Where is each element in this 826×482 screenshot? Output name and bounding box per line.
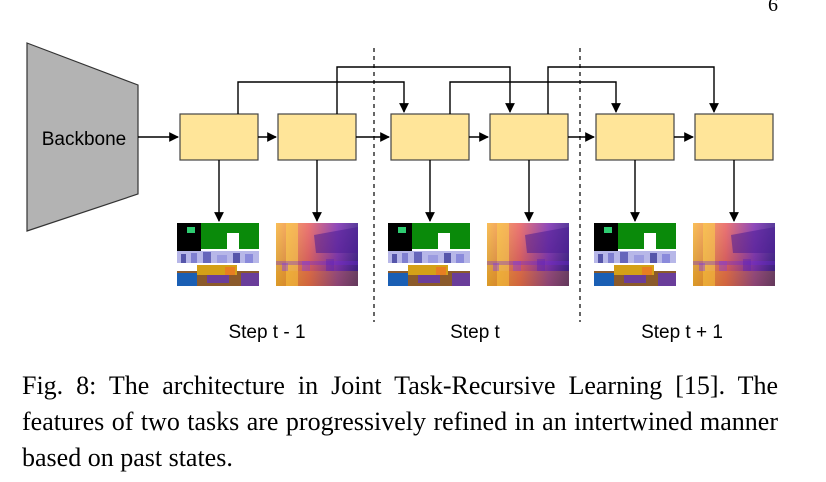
- skip-depth-t-to-depth-t-plus-1: [547, 66, 719, 114]
- depth-output-t-plus-1: [693, 223, 775, 286]
- jtrl-architecture-diagram: Backbone Step t - 1 Step t Step t + 1: [26, 42, 775, 343]
- segmentation-output-t: [388, 223, 470, 286]
- feature-block-seg-t-minus-1: [179, 113, 259, 161]
- feature-block-depth-t-minus-1: [277, 113, 357, 161]
- feature-block-seg-t: [390, 113, 470, 161]
- feature-block-depth-t: [489, 113, 569, 161]
- step-label-t-plus-1: Step t + 1: [641, 322, 723, 343]
- segmentation-output-t-minus-1: [177, 223, 259, 286]
- feature-block-seg-t-plus-1: [595, 113, 675, 161]
- depth-output-t: [487, 223, 569, 286]
- feature-block-depth-t-plus-1: [694, 113, 774, 161]
- step-label-t: Step t: [450, 322, 500, 343]
- skip-seg-t-minus-1-to-seg-t: [237, 81, 409, 114]
- depth-output-t-minus-1: [276, 223, 358, 286]
- backbone-label: Backbone: [42, 129, 127, 150]
- skip-seg-t-to-seg-t-plus-1: [449, 81, 621, 114]
- page-number: 6: [768, 0, 778, 16]
- segmentation-output-t-plus-1: [594, 223, 676, 286]
- figure-caption: Fig. 8: The architecture in Joint Task-R…: [22, 371, 778, 472]
- skip-depth-t-minus-1-to-depth-t: [336, 66, 515, 114]
- step-label-t-minus-1: Step t - 1: [228, 322, 305, 343]
- backbone-shape: [26, 42, 139, 232]
